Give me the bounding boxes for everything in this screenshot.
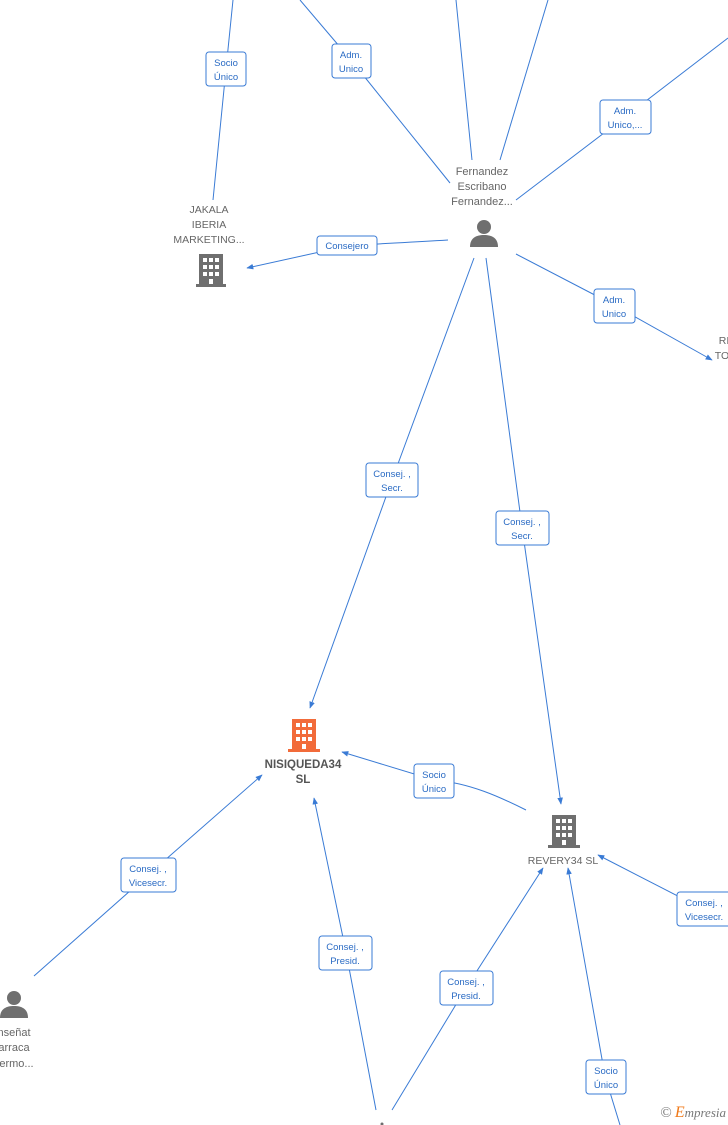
edge-label-e8[interactable]: Socio Único — [413, 763, 455, 799]
node-bottom-stub — [380, 1122, 384, 1125]
edge-label-text: Consej. , — [503, 517, 541, 528]
node-label: SL — [296, 774, 311, 786]
node-nisiqueda[interactable]: NISIQUEDA34 SL — [265, 719, 342, 786]
edge-e2 — [299, 0, 451, 184]
edge-label-e13[interactable]: Socio Único — [585, 1059, 627, 1095]
edge-fernandez-up2 — [499, 0, 549, 161]
edge-e1 — [212, 0, 234, 201]
edge-label-e1[interactable]: Socio Único — [205, 51, 247, 87]
node-jakala[interactable]: JAKALA IBERIA MARKETING... — [173, 204, 245, 287]
node-label: nseñat — [0, 1027, 31, 1039]
node-label: llermo... — [0, 1058, 34, 1070]
edge-label-e4[interactable]: Consejero — [316, 235, 378, 256]
building-icon — [288, 719, 320, 752]
node-right-co[interactable]: RI TO — [715, 335, 728, 362]
edge-label-text: Socio — [594, 1066, 618, 1077]
building-icon — [196, 254, 226, 287]
edge-label-text: Consej. , — [447, 977, 485, 988]
person-icon — [470, 220, 498, 247]
edge-label-e6[interactable]: Consej. , Secr. — [365, 462, 419, 498]
edge-label-e12[interactable]: Consej. , Presid. — [439, 970, 494, 1006]
node-label: RI — [719, 335, 728, 347]
building-icon — [548, 815, 580, 848]
edge-label-text: Consej. , — [373, 469, 411, 480]
copyright-icon: © — [660, 1105, 672, 1121]
edge-label-text: Único — [422, 784, 446, 795]
edge-label-text: Unico — [339, 64, 363, 75]
brand-name: mpresia — [684, 1105, 726, 1120]
edge-label-e9[interactable]: Consej. , Vicesecr. — [120, 857, 177, 893]
edge-label-e10[interactable]: Consej. , Vicesecr. — [676, 891, 728, 927]
edge-label-text: Presid. — [330, 956, 360, 967]
edge-label-text: Único — [594, 1080, 618, 1091]
edge-label-text: Secr. — [511, 531, 533, 542]
edge-label-text: Adm. — [603, 295, 625, 306]
edge-label-e3[interactable]: Adm. Unico,... — [599, 99, 652, 135]
node-label: TO — [715, 350, 728, 362]
edges — [33, 0, 728, 1125]
node-label: JAKALA — [189, 204, 228, 216]
edge-label-e5[interactable]: Adm. Unico — [593, 288, 636, 324]
edge-fernandez-up1 — [455, 0, 473, 161]
edge-label-e2[interactable]: Adm. Unico — [331, 43, 372, 79]
edge-label-text: Secr. — [381, 483, 403, 494]
person-icon — [0, 991, 28, 1018]
node-label: Fernandez... — [451, 196, 513, 208]
edge-label-text: Único — [214, 72, 238, 83]
edge-label-e7[interactable]: Consej. , Secr. — [495, 510, 550, 546]
edge-label-e11[interactable]: Consej. , Presid. — [318, 935, 373, 971]
node-label: IBERIA — [192, 219, 226, 231]
edge-label-text: Adm. — [614, 106, 636, 117]
node-fernandez[interactable]: Fernandez Escribano Fernandez... — [451, 166, 513, 247]
node-label: MARKETING... — [173, 234, 244, 246]
node-label: arraca — [0, 1042, 30, 1054]
edge-label-text: Presid. — [451, 991, 481, 1002]
node-label: REVERY34 SL — [528, 855, 599, 867]
edge-label-text: Unico — [602, 309, 626, 320]
edge-label-text: Consej. , — [685, 898, 723, 909]
edge-label-text: Socio — [422, 770, 446, 781]
node-label: Fernandez — [456, 166, 509, 178]
brand-initial: E — [674, 1104, 685, 1121]
node-label: NISIQUEDA34 — [265, 759, 342, 771]
empresia-watermark: ©Empresia — [660, 1104, 726, 1122]
edge-label-text: Consej. , — [129, 864, 167, 875]
node-bonet[interactable]: nseñat arraca llermo... — [0, 991, 34, 1070]
node-revery[interactable]: REVERY34 SL — [528, 815, 599, 867]
edge-label-text: Vicesecr. — [129, 878, 167, 889]
edge-label-text: Adm. — [340, 50, 362, 61]
edge-label-text: Unico,... — [608, 120, 643, 131]
edge-label-text: Consej. , — [326, 942, 364, 953]
edge-label-text: Socio — [214, 58, 238, 69]
edge-label-text: Vicesecr. — [685, 912, 723, 923]
node-label: Escribano — [458, 181, 507, 193]
edge-label-text: Consejero — [325, 241, 368, 252]
